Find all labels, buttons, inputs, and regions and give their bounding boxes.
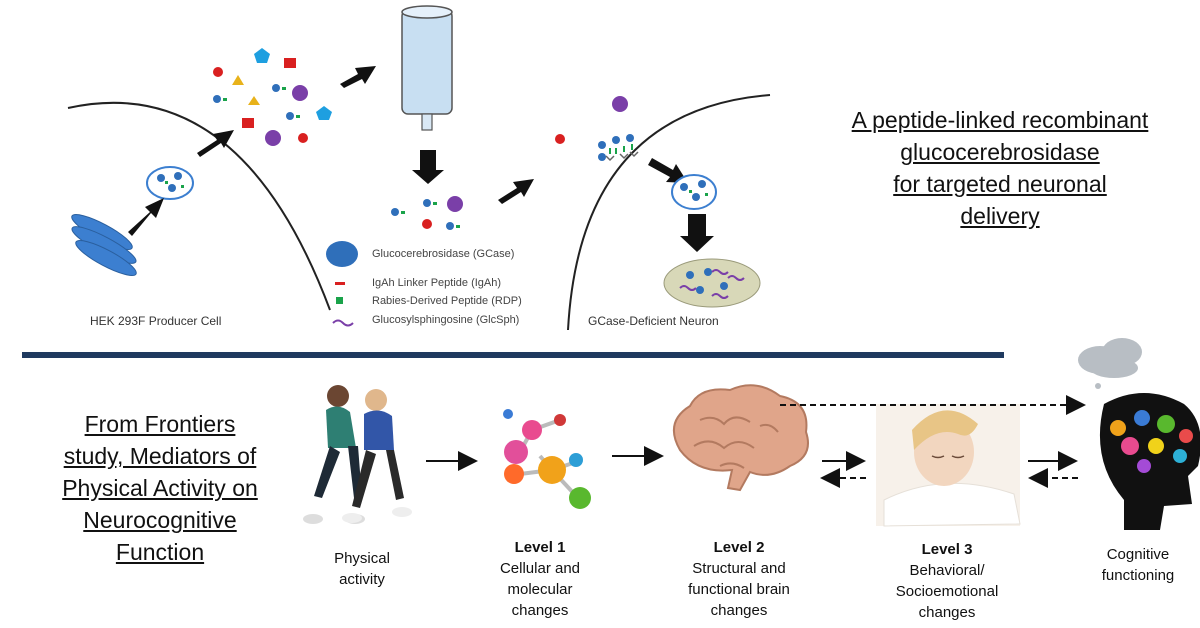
stage-line: changes [511,602,569,619]
bottom-title-line: Function [115,539,205,565]
secreted-molecules [213,48,332,146]
stage-level-title: Level 2 [713,539,765,556]
neuron-receptors [598,96,639,162]
legend-rdp: Rabies-Derived Peptide (RDP) [372,295,522,307]
producer-cell-label: HEK 293F Producer Cell [90,314,222,328]
stage-line: functional brain [688,581,790,598]
stage-line: functioning [1101,567,1175,584]
producer-cell-membrane [67,101,331,311]
lysosome-icon [663,258,761,308]
top-title-line: for targeted neuronal [893,171,1107,197]
bottom-title-line: Neurocognitive [83,507,237,533]
stage-level-1: Level 1 Cellular and molecular changes [470,537,610,621]
walkers-illustration [303,385,412,524]
neuron-endosome-icon [671,174,717,210]
stage-line: molecular [507,581,573,598]
legend-igah: IgAh Linker Peptide (IgAh) [372,277,502,289]
legend-glcsph: Glucosylsphingosine (GlcSph) [372,314,520,326]
stage-line: activity [339,571,385,588]
neuron-label: GCase-Deficient Neuron [588,314,719,328]
stage-line: Socioemotional [895,583,999,600]
process-arrows [128,66,714,252]
stage-line: changes [918,604,976,621]
stage-line: changes [710,602,768,619]
bottom-title-line: Physical Activity on [62,475,258,501]
legend-symbols [326,241,358,327]
bottom-title-line: From Frontiers [84,411,236,437]
purified-molecules [391,134,565,230]
stage-level-title: Level 3 [921,541,973,558]
bottom-title: From Frontiers study, Mediators of Physi… [40,408,280,568]
purification-column-icon [401,5,453,131]
top-title-line: delivery [960,203,1040,229]
stage-physical-activity: Physical activity [302,548,422,590]
cognitive-head-illustration [1078,338,1200,530]
molecular-model-illustration [503,409,591,509]
stage-line: Cognitive [1106,546,1170,563]
stage-cognitive-functioning: Cognitive functioning [1082,544,1194,586]
top-title: A peptide-linked recombinant glucocerebr… [820,104,1180,232]
stage-level-3: Level 3 Behavioral/ Socioemotional chang… [872,539,1022,623]
bottom-title-line: study, Mediators of [63,443,257,469]
producer-vesicle-icon [146,166,194,200]
top-title-line: A peptide-linked recombinant [851,107,1149,133]
gear-icon [1110,410,1193,473]
neuron-membrane [567,94,771,331]
brain-illustration [672,384,809,492]
stage-level-title: Level 1 [514,539,566,556]
stage-line: Structural and [692,560,786,577]
top-title-line: glucocerebrosidase [900,139,1100,165]
stage-line: Behavioral/ [909,562,985,579]
flow-arrows [426,395,1086,488]
stage-level-2: Level 2 Structural and functional brain … [664,537,814,621]
stage-line: Cellular and [499,560,581,577]
stage-line: Physical [334,550,390,567]
endoplasmic-reticulum-icon [71,214,137,276]
legend-gcase: Glucocerebrosidase (GCase) [372,248,515,260]
sleeping-person-illustration [876,404,1021,527]
section-divider [22,352,1004,358]
